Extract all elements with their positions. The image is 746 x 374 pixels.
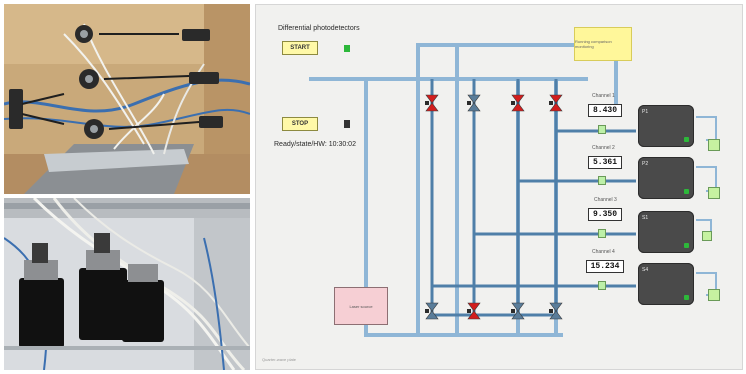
unit-4-label: S4 <box>642 267 648 273</box>
note-box: Running comparison monitoring <box>574 27 632 61</box>
channel-2-output[interactable] <box>708 187 720 199</box>
unit-3-led <box>684 243 689 248</box>
unit-3-label: S1 <box>642 215 648 221</box>
valve-4-actuator-icon <box>549 101 553 105</box>
unit-4-led <box>684 295 689 300</box>
channel-3-output[interactable] <box>702 231 712 241</box>
channel-4-switch[interactable] <box>598 281 606 290</box>
channel-2-value: 5.361 <box>588 156 622 169</box>
footer-text: Quarter-wave plate <box>262 357 296 362</box>
channel-2-switch[interactable] <box>598 176 606 185</box>
photo-fiber-mounts <box>4 4 250 194</box>
photo-stepper-motors <box>4 198 250 370</box>
channel-2-label: Channel 2 <box>592 145 615 151</box>
channel-4-value: 15.234 <box>586 260 624 273</box>
panel-title: Differential photodetectors <box>278 25 360 32</box>
unit-2-led <box>684 189 689 194</box>
channel-4-label: Channel 4 <box>592 249 615 255</box>
unit-3: S1 <box>638 211 694 253</box>
channel-3-value: 9.350 <box>588 208 622 221</box>
stop-button[interactable]: STOP <box>282 117 318 131</box>
start-button[interactable]: START <box>282 41 318 55</box>
valve-8-actuator-icon <box>549 309 553 313</box>
source-tank: Laser source <box>334 287 388 325</box>
unit-1-led <box>684 137 689 142</box>
unit-2-label: P2 <box>642 161 648 167</box>
unit-4: S4 <box>638 263 694 305</box>
status-text: Ready/state/HW: 10:30:02 <box>274 141 356 148</box>
channel-1-output[interactable] <box>708 139 720 151</box>
channel-3-label: Channel 3 <box>594 197 617 203</box>
unit-1-label: P1 <box>642 109 648 115</box>
channel-1-value: 8.430 <box>588 104 622 117</box>
valve-5-actuator-icon <box>425 309 429 313</box>
channel-4-output[interactable] <box>708 289 720 301</box>
unit-2: P2 <box>638 157 694 199</box>
valve-3-actuator-icon <box>511 101 515 105</box>
stop-indicator-led <box>344 120 350 128</box>
valve-1-actuator-icon <box>425 101 429 105</box>
channel-3-switch[interactable] <box>598 229 606 238</box>
valve-6-actuator-icon <box>467 309 471 313</box>
valve-2-actuator-icon <box>467 101 471 105</box>
control-panel: Differential photodetectors START STOP R… <box>255 4 743 370</box>
start-indicator-led <box>344 45 350 52</box>
valve-7-actuator-icon <box>511 309 515 313</box>
channel-1-switch[interactable] <box>598 125 606 134</box>
channel-1-label: Channel 1 <box>592 93 615 99</box>
unit-1: P1 <box>638 105 694 147</box>
